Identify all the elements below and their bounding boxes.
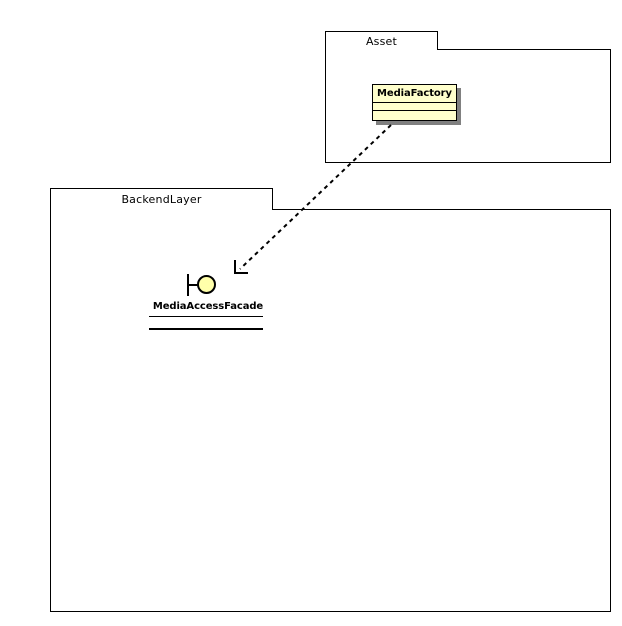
package-asset-tab[interactable]: Asset — [325, 31, 438, 50]
class-mediafactory-attributes-compartment — [373, 103, 456, 111]
class-mediafactory-name: MediaFactory — [377, 88, 452, 99]
package-asset-label: Asset — [365, 34, 398, 48]
interface-mediaaccessfacade[interactable]: MediaAccessFacade — [149, 270, 267, 340]
lollipop-ball-icon — [197, 275, 216, 294]
class-mediafactory-name-compartment: MediaFactory — [373, 85, 456, 103]
package-backendlayer-body[interactable] — [50, 209, 611, 612]
package-backendlayer-label: BackendLayer — [121, 193, 202, 206]
class-mediafactory-frame[interactable]: MediaFactory — [372, 84, 457, 121]
class-mediafactory-operations-compartment — [373, 111, 456, 120]
package-asset-body[interactable] — [325, 49, 611, 163]
lollipop-stem — [189, 284, 198, 286]
package-backendlayer-tab[interactable]: BackendLayer — [50, 188, 273, 210]
interface-mediaaccessfacade-divider-top — [149, 316, 263, 317]
lollipop-socket-bar — [187, 274, 189, 296]
interface-mediaaccessfacade-name: MediaAccessFacade — [152, 301, 264, 312]
class-mediafactory[interactable]: MediaFactory — [372, 84, 461, 125]
lollipop-icon — [187, 272, 227, 298]
interface-mediaaccessfacade-divider-bottom — [149, 328, 263, 330]
